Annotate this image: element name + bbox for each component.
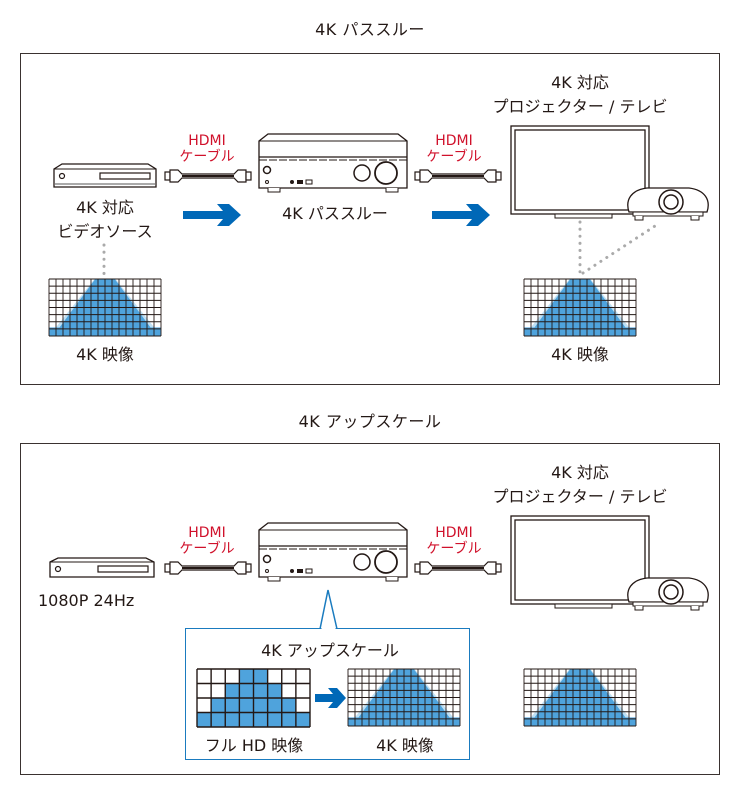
callout-title: 4K アップスケール bbox=[261, 641, 399, 660]
av-receiver-icon bbox=[258, 133, 408, 193]
hdmi-text: HDMI bbox=[435, 525, 473, 541]
blu-ray-player-icon bbox=[53, 163, 157, 188]
arrow-right-icon bbox=[183, 204, 241, 226]
hdmi-cable-icon bbox=[164, 561, 252, 575]
pixel-cell bbox=[211, 712, 226, 727]
display-label-line2: プロジェクター / テレビ bbox=[492, 97, 668, 116]
display-image-label: 4K 映像 bbox=[551, 345, 609, 364]
hdmi-cable-icon bbox=[164, 169, 252, 183]
cable-text: ケーブル bbox=[179, 149, 235, 165]
hdmi-cable-label: HDMI ケーブル bbox=[172, 133, 242, 165]
pixel-cell bbox=[281, 712, 296, 727]
pixel-cell bbox=[281, 698, 296, 713]
hdmi-cable-label: HDMI ケーブル bbox=[419, 525, 489, 557]
pixel-cell bbox=[239, 698, 254, 713]
display-label-line1: 4K 対応 bbox=[551, 73, 609, 92]
pixel-cell bbox=[225, 698, 240, 713]
pixel-cell bbox=[267, 712, 282, 727]
projector-icon bbox=[627, 577, 709, 611]
projector-icon bbox=[627, 187, 709, 221]
pixel-cell bbox=[239, 669, 254, 684]
hd-pixel-grid bbox=[196, 668, 311, 728]
pixel-cell bbox=[253, 683, 268, 698]
av-receiver-icon bbox=[258, 522, 408, 582]
source-label-line1: 4K 対応 bbox=[76, 198, 134, 217]
source-format-label: 1080P 24Hz bbox=[38, 591, 135, 610]
pixel-cell bbox=[197, 712, 212, 727]
hdmi-cable-label: HDMI ケーブル bbox=[419, 133, 489, 165]
pixel-cell bbox=[267, 683, 282, 698]
hdmi-text: HDMI bbox=[188, 133, 226, 149]
pixel-cell bbox=[225, 683, 240, 698]
source-label-line2: ビデオソース bbox=[57, 222, 153, 241]
pixel-cell bbox=[253, 669, 268, 684]
arrow-right-icon bbox=[432, 204, 490, 226]
hdmi-text: HDMI bbox=[435, 133, 473, 149]
hdmi-cable-icon bbox=[414, 169, 502, 183]
arrow-right-icon bbox=[315, 688, 346, 708]
receiver-label: 4K パススルー bbox=[282, 204, 388, 223]
callout-output-label: 4K 映像 bbox=[376, 736, 434, 755]
pixel-cell bbox=[239, 683, 254, 698]
pixel-cell bbox=[267, 698, 282, 713]
pixel-cell bbox=[239, 712, 254, 727]
cable-text: ケーブル bbox=[426, 149, 482, 165]
section-title-passthrough: 4K パススルー bbox=[315, 20, 425, 39]
pixel-cell bbox=[225, 712, 240, 727]
display-label-line2: プロジェクター / テレビ bbox=[492, 487, 668, 506]
blu-ray-player-icon bbox=[49, 557, 155, 578]
pixel-cell bbox=[295, 712, 310, 727]
uhd-pixel-grid bbox=[523, 668, 637, 727]
pixel-cell bbox=[253, 712, 268, 727]
tv-icon bbox=[510, 125, 650, 219]
callout-input-label: フル HD 映像 bbox=[204, 736, 304, 755]
cable-text: ケーブル bbox=[179, 541, 235, 557]
callout-pointer-cover bbox=[321, 627, 336, 630]
uhd-pixel-grid bbox=[523, 278, 637, 337]
cable-text: ケーブル bbox=[426, 541, 482, 557]
callout-pointer bbox=[319, 589, 338, 630]
hdmi-cable-icon bbox=[414, 561, 502, 575]
pixel-cell bbox=[211, 698, 226, 713]
pixel-cell bbox=[253, 698, 268, 713]
tv-icon bbox=[510, 515, 650, 609]
hdmi-cable-label: HDMI ケーブル bbox=[172, 525, 242, 557]
uhd-pixel-grid bbox=[48, 278, 162, 337]
source-image-label: 4K 映像 bbox=[76, 345, 134, 364]
hdmi-text: HDMI bbox=[188, 525, 226, 541]
display-label-line1: 4K 対応 bbox=[551, 463, 609, 482]
section-title-upscale: 4K アップスケール bbox=[298, 412, 442, 431]
uhd-pixel-grid bbox=[347, 668, 461, 727]
